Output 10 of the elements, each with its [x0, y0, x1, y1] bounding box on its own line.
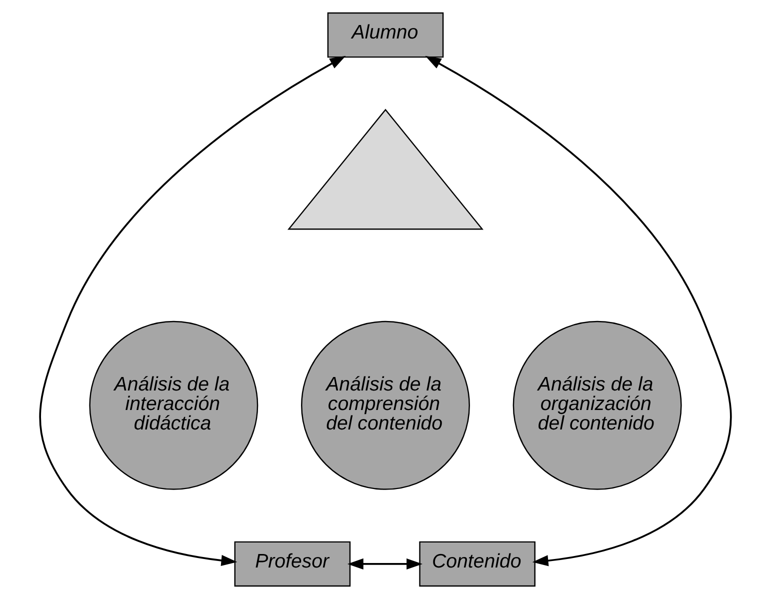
- arrow: [39, 56, 346, 566]
- node-triangle: [287, 108, 484, 230]
- arrow: [347, 558, 422, 570]
- node-box: Profesor: [234, 541, 351, 587]
- node-circle: Análisis de la organización del contenido: [512, 320, 682, 490]
- node-box: Contenido: [419, 541, 536, 587]
- node-circle: Análisis de la comprensión del contenido: [301, 320, 470, 490]
- node-box: Alumno: [327, 12, 444, 58]
- node-circle: Análisis de la interacción didáctica: [89, 320, 258, 490]
- arrow: [425, 56, 732, 566]
